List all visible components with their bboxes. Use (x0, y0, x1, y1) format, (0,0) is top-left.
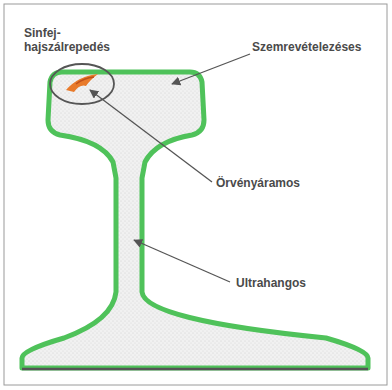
leader-line (134, 240, 230, 282)
callout-label: Sinfej-hajszálrepedés (24, 26, 108, 54)
callout-label: Örvényáramos (216, 176, 346, 190)
rail-profile (22, 72, 368, 368)
leader-line (172, 54, 250, 84)
callout-label: Szemrevételezéses (252, 40, 382, 54)
crack-detail (76, 77, 94, 84)
crack-ellipse (50, 64, 114, 104)
rail-base-line (22, 368, 368, 371)
leader-line (90, 90, 212, 182)
frame (4, 4, 387, 385)
callout-label: Ultrahangos (236, 276, 366, 290)
crack (66, 74, 98, 92)
